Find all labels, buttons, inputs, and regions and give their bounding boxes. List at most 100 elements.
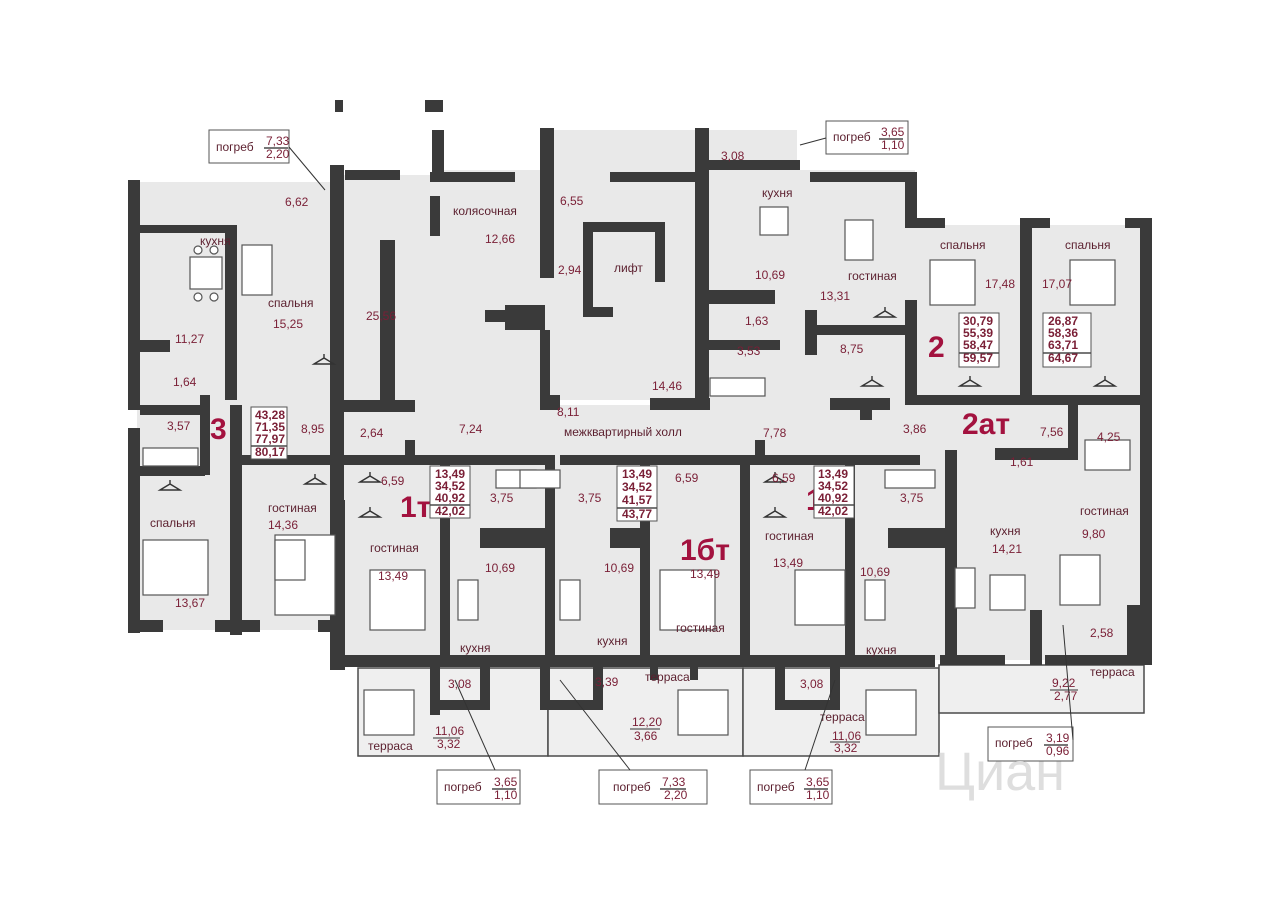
svg-text:1,10: 1,10 [494, 788, 518, 802]
svg-text:погреб: погреб [757, 780, 795, 794]
a2-bedroom-area: 17,48 [985, 277, 1015, 291]
area-2-64: 2,64 [360, 426, 384, 440]
area-2-58: 2,58 [1090, 626, 1114, 640]
svg-text:погреб: погреб [444, 780, 482, 794]
svg-text:2,20: 2,20 [266, 147, 290, 161]
hanger-icon [357, 507, 383, 518]
terrace-1-sub: 3,32 [437, 737, 461, 751]
a2-living-label: гостиная [848, 269, 897, 283]
area-3-53: 3,53 [737, 344, 761, 358]
svg-text:погреб: погреб [216, 140, 254, 154]
area-3-75-c: 3,75 [900, 491, 924, 505]
svg-text:погреб: погреб [613, 780, 651, 794]
svg-text:7,33: 7,33 [662, 775, 686, 789]
apt-3-type: 3 [210, 413, 227, 446]
apt-1t-right-area-table: 13,49 34,52 40,92 42,02 [813, 465, 855, 519]
hanger-icon [957, 376, 983, 387]
apt-1bt-area-table: 13,49 34,52 41,57 43,77 [616, 465, 658, 522]
a2-kitchen-label: кухня [762, 186, 793, 200]
furniture [142, 206, 1131, 736]
area-1-61: 1,61 [1010, 455, 1034, 469]
area-14-46: 14,46 [652, 379, 682, 393]
svg-text:64,67: 64,67 [1048, 351, 1078, 365]
cellar-callout-3: погреб 3,65 1,10 [436, 679, 521, 805]
a2-living-area: 13,31 [820, 289, 850, 303]
svg-text:13,49: 13,49 [622, 467, 652, 481]
apt-1t-left-area-table: 13,49 34,52 40,92 42,02 [429, 465, 471, 519]
hanger-icon [302, 474, 328, 485]
svg-text:3,65: 3,65 [806, 775, 830, 789]
terrace-2-label: терраса [645, 670, 690, 684]
svg-text:0,96: 0,96 [1046, 744, 1070, 758]
apt-1t-left-type: 1т [400, 491, 431, 524]
svg-text:77,97: 77,97 [255, 432, 285, 446]
l1-kitchen-label: кухня [460, 641, 491, 655]
a3-living-area: 14,36 [268, 518, 298, 532]
cellar-callout-1: погреб 7,33 2,20 [208, 129, 326, 191]
wardrobe-icons [157, 307, 1118, 518]
a2at-bedroom-label: спальня [1065, 238, 1111, 252]
terrace-3-label: терраса [820, 710, 865, 724]
a3-living-label: гостиная [268, 501, 317, 515]
a2at-bedroom-area: 17,07 [1042, 277, 1072, 291]
terrace-4-label: терраса [1090, 665, 1135, 679]
svg-text:1,10: 1,10 [881, 138, 905, 152]
svg-text:71,35: 71,35 [255, 420, 285, 434]
area-8-75: 8,75 [840, 342, 864, 356]
apt-2at-area-table: 26,87 58,36 63,71 64,67 [1042, 312, 1092, 368]
l1-living-area: 13,49 [378, 569, 408, 583]
walls [128, 100, 1152, 715]
svg-text:43,28: 43,28 [255, 408, 285, 422]
cellar-callout-2: погреб 3,65 1,10 [799, 120, 909, 155]
l1-living-label: гостиная [370, 541, 419, 555]
area-3-57: 3,57 [167, 419, 191, 433]
area-3-39: 3,39 [595, 675, 619, 689]
area-7-24: 7,24 [459, 422, 483, 436]
area-3-75-b: 3,75 [578, 491, 602, 505]
terrace-1-label: терраса [368, 739, 413, 753]
terrace-2-sub: 3,66 [634, 729, 658, 743]
svg-text:43,77: 43,77 [622, 507, 652, 521]
area-6-59-b: 6,59 [675, 471, 699, 485]
terrace-4-area: 9,22 [1052, 676, 1076, 690]
svg-text:13,49: 13,49 [435, 467, 465, 481]
area-1-64: 1,64 [173, 375, 197, 389]
svg-text:40,92: 40,92 [435, 491, 465, 505]
svg-text:34,52: 34,52 [818, 479, 848, 493]
terrace-2-area: 12,20 [632, 715, 662, 729]
svg-text:30,79: 30,79 [963, 314, 993, 328]
hanger-icon [762, 507, 788, 518]
svg-text:58,36: 58,36 [1048, 326, 1078, 340]
small-areas: 6,62 6,55 3,08 2,94 1,63 3,53 8,75 14,46… [167, 149, 1121, 691]
hanger-icon [762, 472, 788, 483]
cellar-callout-4: погреб 7,33 2,20 [559, 679, 708, 805]
hall-label: межквартирный холл [564, 425, 682, 439]
svg-text:13,49: 13,49 [818, 467, 848, 481]
m-living-label: гостиная [676, 621, 725, 635]
svg-text:3,65: 3,65 [881, 125, 905, 139]
svg-text:80,17: 80,17 [255, 445, 285, 459]
svg-text:2,20: 2,20 [664, 788, 688, 802]
apt-2-type: 2 [928, 331, 945, 364]
a2at-kitchen-area: 14,21 [992, 542, 1022, 556]
terrace-4-sub: 2,77 [1054, 689, 1078, 703]
area-6-59-a: 6,59 [381, 474, 405, 488]
apt-1bt-type: 1бт [680, 534, 730, 567]
a3-bedroom2-label: спальня [150, 516, 196, 530]
area-tables: 43,28 71,35 77,97 80,17 13,49 34,52 40,9… [250, 312, 1092, 522]
area-6-62: 6,62 [285, 195, 309, 209]
svg-text:42,02: 42,02 [435, 504, 465, 518]
kolyasochnaya-area: 12,66 [485, 232, 515, 246]
cellar-callout-6: погреб 3,19 0,96 [987, 624, 1074, 762]
svg-text:34,52: 34,52 [435, 479, 465, 493]
svg-text:3,19: 3,19 [1046, 731, 1070, 745]
area-3-08-a: 3,08 [448, 677, 472, 691]
hanger-icon [859, 376, 885, 387]
l1-kitchen-area: 10,69 [485, 561, 515, 575]
m-kitchen-area: 10,69 [604, 561, 634, 575]
area-8-95: 8,95 [301, 422, 325, 436]
stair-area: 25,56 [366, 309, 396, 323]
svg-text:41,57: 41,57 [622, 493, 652, 507]
area-7-56: 7,56 [1040, 425, 1064, 439]
a2at-living-area: 9,80 [1082, 527, 1106, 541]
